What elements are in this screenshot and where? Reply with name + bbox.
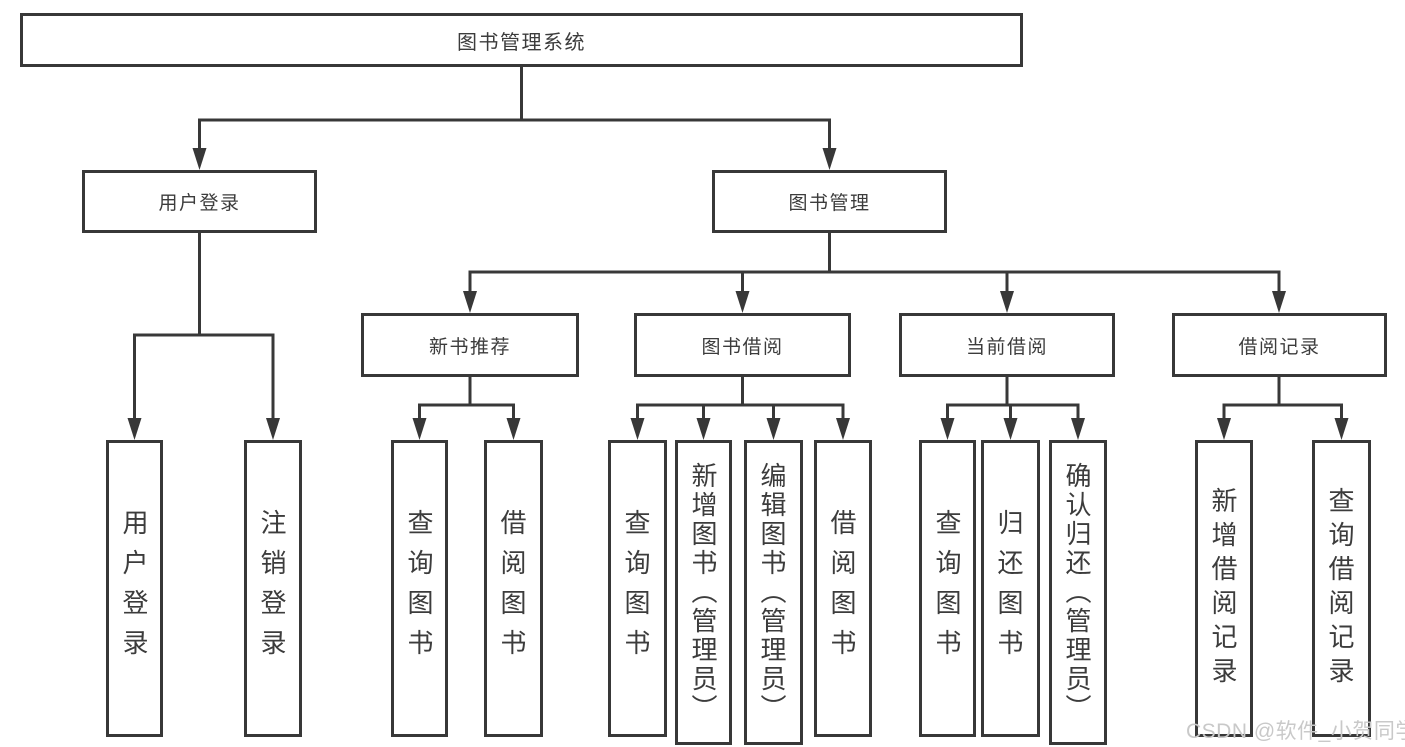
leaf-borrow-borrow-books: 借阅图书 xyxy=(814,440,872,737)
node-borrow-records: 借阅记录 xyxy=(1172,313,1387,377)
node-book-management: 图书管理 xyxy=(712,170,947,233)
watermark: CSDN @软件_小贺同学 xyxy=(1186,720,1405,743)
leaf-borrow-query-books: 查询图书 xyxy=(608,440,667,737)
connector-recommend-to-leaves xyxy=(418,377,515,418)
leaf-logout: 注销登录 xyxy=(244,440,302,737)
connector-root-to-level2 xyxy=(198,67,831,148)
connector-management-to-level3 xyxy=(468,233,1281,291)
leaf-borrow-add-books-admin: 新增图书（管理员） xyxy=(675,440,732,745)
leaf-borrow-edit-books-admin: 编辑图书（管理员） xyxy=(744,440,803,745)
connector-records-to-leaves xyxy=(1222,377,1343,418)
node-new-book-recommend: 新书推荐 xyxy=(361,313,579,377)
node-current-borrow: 当前借阅 xyxy=(899,313,1115,377)
node-user-login: 用户登录 xyxy=(82,170,317,233)
leaf-recommend-borrow-books: 借阅图书 xyxy=(484,440,543,737)
leaf-recommend-query-books: 查询图书 xyxy=(391,440,448,737)
leaf-records-add-record: 新增借阅记录 xyxy=(1195,440,1253,737)
connector-current-to-leaves xyxy=(946,377,1080,418)
leaf-records-query-record: 查询借阅记录 xyxy=(1312,440,1371,737)
leaf-current-return-books: 归还图书 xyxy=(981,440,1040,737)
connector-login-to-leaves xyxy=(133,233,275,418)
leaf-user-login: 用户登录 xyxy=(106,440,163,737)
leaf-current-confirm-return-admin: 确认归还（管理员） xyxy=(1049,440,1107,745)
leaf-current-query-books: 查询图书 xyxy=(919,440,976,737)
connector-borrow-to-leaves xyxy=(636,377,845,418)
node-book-borrow: 图书借阅 xyxy=(634,313,851,377)
node-library-system: 图书管理系统 xyxy=(20,13,1023,67)
